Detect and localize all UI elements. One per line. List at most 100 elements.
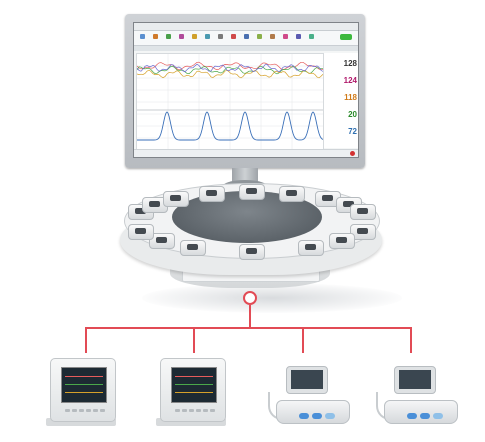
fetal-monitor-1-screen	[61, 367, 107, 403]
transducer-dock[interactable]	[350, 204, 376, 220]
transducer-dock[interactable]	[180, 240, 206, 256]
transducer-dock[interactable]	[163, 191, 189, 207]
fetal-monitor-2-base	[156, 418, 226, 426]
toolbar-button-14[interactable]	[309, 34, 314, 39]
device-button[interactable]	[100, 409, 105, 412]
vital-value: 124	[343, 76, 357, 85]
status-bar	[134, 149, 358, 157]
transducer-dock[interactable]	[279, 186, 305, 202]
transducer-dock[interactable]	[329, 233, 355, 249]
compact-monitor-1[interactable]	[276, 400, 350, 424]
transducer-dock[interactable]	[350, 224, 376, 240]
ctg-trace-chart	[136, 54, 324, 149]
transducer-cap	[305, 244, 316, 250]
transducer-cap	[135, 208, 146, 214]
vital-value: 128	[343, 59, 357, 68]
device-button[interactable]	[175, 409, 180, 412]
device-button[interactable]	[203, 409, 208, 412]
toolbar-button-1[interactable]	[140, 34, 145, 39]
bed-tab-strip	[134, 46, 358, 51]
network-node	[243, 291, 257, 305]
toolbar-button-4[interactable]	[179, 34, 184, 39]
compact-monitor-1-display	[286, 366, 328, 394]
mini-trace	[175, 392, 213, 393]
compact-monitor-2-screen	[399, 370, 431, 389]
toolbar-button-3[interactable]	[166, 34, 171, 39]
status-badge[interactable]	[340, 34, 352, 40]
device-button[interactable]	[210, 409, 215, 412]
toolbar-button-11[interactable]	[270, 34, 275, 39]
network-trunk	[249, 305, 251, 327]
device-button[interactable]	[86, 409, 91, 412]
toolbar-button-9[interactable]	[244, 34, 249, 39]
compact-monitor-1-screen	[291, 370, 323, 389]
central-monitor-screen: 128 124 118 20 72	[133, 22, 359, 158]
device-button[interactable]	[189, 409, 194, 412]
probe-connector[interactable]	[325, 413, 335, 419]
alarm-indicator[interactable]	[350, 151, 355, 156]
transducer-cap	[156, 237, 167, 243]
toolbar-button-5[interactable]	[192, 34, 197, 39]
vital-value: 118	[344, 93, 357, 102]
toolbar-button-8[interactable]	[231, 34, 236, 39]
transducer-cap	[246, 248, 257, 254]
toolbar-button-6[interactable]	[205, 34, 210, 39]
probe-connector[interactable]	[433, 413, 443, 419]
probe-connector[interactable]	[299, 413, 309, 419]
transducer-dock[interactable]	[239, 184, 265, 200]
fetal-monitor-2[interactable]	[160, 358, 226, 422]
transducer-cap	[322, 195, 333, 201]
transducer-cap	[135, 228, 146, 234]
network-drop-1	[85, 327, 87, 353]
device-button[interactable]	[72, 409, 77, 412]
transducer-cap	[357, 228, 368, 234]
transducer-dock[interactable]	[199, 186, 225, 202]
menu-bar	[134, 23, 358, 31]
toco-trace	[137, 111, 324, 141]
toolbar	[134, 31, 358, 46]
vital-value: 20	[348, 110, 357, 119]
fetal-monitor-1-base	[46, 418, 116, 426]
transducer-cap	[206, 190, 217, 196]
vitals-panel: 128 124 118 20 72	[323, 53, 358, 148]
transducer-dock[interactable]	[149, 233, 175, 249]
vital-value: 72	[348, 127, 357, 136]
toolbar-button-12[interactable]	[283, 34, 288, 39]
device-button[interactable]	[65, 409, 70, 412]
mini-trace	[175, 376, 213, 377]
transducer-dock[interactable]	[239, 244, 265, 260]
device-button[interactable]	[79, 409, 84, 412]
device-button[interactable]	[196, 409, 201, 412]
mini-trace	[175, 384, 213, 385]
probe-connector[interactable]	[312, 413, 322, 419]
transducer-dock[interactable]	[298, 240, 324, 256]
toolbar-button-10[interactable]	[257, 34, 262, 39]
transducer-cap	[187, 244, 198, 250]
toolbar-button-7[interactable]	[218, 34, 223, 39]
transducer-cap	[149, 201, 160, 207]
network-drop-3	[302, 327, 304, 353]
mini-trace	[65, 392, 103, 393]
mini-trace	[65, 384, 103, 385]
probe-connector[interactable]	[407, 413, 417, 419]
device-button[interactable]	[182, 409, 187, 412]
transducer-cap	[286, 190, 297, 196]
device-button[interactable]	[93, 409, 98, 412]
network-drop-2	[193, 327, 195, 353]
toolbar-button-2[interactable]	[153, 34, 158, 39]
toolbar-button-13[interactable]	[296, 34, 301, 39]
network-drop-4	[410, 327, 412, 353]
transducer-dock[interactable]	[128, 224, 154, 240]
transducer-cap	[336, 237, 347, 243]
transducer-cap	[357, 208, 368, 214]
network-bus	[85, 327, 412, 329]
mini-trace	[65, 376, 103, 377]
fetal-monitor-2-screen	[171, 367, 217, 403]
fetal-monitor-1[interactable]	[50, 358, 116, 422]
compact-monitor-2[interactable]	[384, 400, 458, 424]
fhr-trace-2	[136, 65, 324, 75]
transducer-cap	[343, 201, 354, 207]
transducer-cap	[246, 188, 257, 194]
fhr-trace-3	[136, 69, 324, 79]
probe-connector[interactable]	[420, 413, 430, 419]
